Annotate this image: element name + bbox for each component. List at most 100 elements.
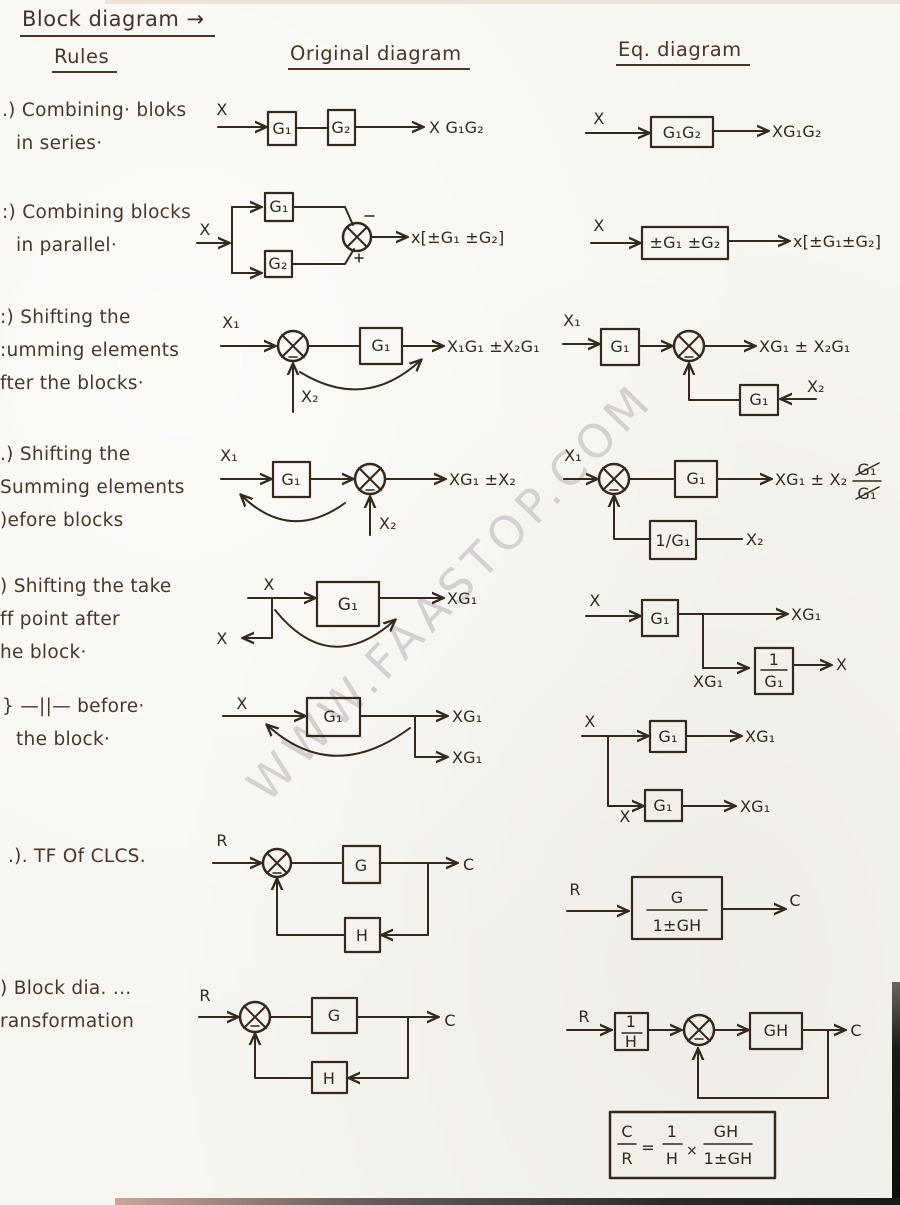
rule-line: he block· bbox=[0, 642, 87, 663]
output-label: C bbox=[789, 891, 800, 910]
output-label: X G₁G₂ bbox=[429, 118, 484, 137]
output-label: X bbox=[836, 655, 847, 674]
input-label: R bbox=[569, 880, 580, 899]
input-label: X₂ bbox=[301, 387, 319, 406]
feedback-line bbox=[698, 1049, 829, 1099]
rule-line: the block· bbox=[16, 729, 111, 750]
block-label: G₁ bbox=[653, 796, 672, 815]
block-label: G₂ bbox=[268, 254, 287, 273]
rule-line: )efore blocks bbox=[0, 510, 124, 531]
rule-line: .) Shifting the bbox=[0, 444, 131, 465]
input-label: X bbox=[199, 220, 210, 239]
row7-equivalent: R G 1±GH C bbox=[566, 875, 800, 941]
equals-sign: = bbox=[641, 1138, 655, 1157]
block-label: G₁ bbox=[658, 727, 677, 746]
takeoff-label: X bbox=[619, 807, 630, 826]
block-label: G₁ bbox=[610, 337, 629, 356]
junction-cross bbox=[602, 467, 626, 491]
rule-1-text: .) Combining· bloks in series· bbox=[2, 94, 186, 160]
row8-formula: C R = 1 H × GH 1±GH bbox=[608, 1110, 777, 1180]
row3-original: X₁ X₂ G₁ X₁G₁ ±X₂G₁ bbox=[220, 313, 540, 413]
takeoff-line bbox=[414, 715, 447, 757]
row5-equivalent: X G₁ XG₁ XG₁ 1 G₁ X bbox=[585, 591, 847, 696]
transform-arrow bbox=[241, 495, 346, 523]
block-label: G₁ bbox=[281, 470, 300, 489]
block-inv-h bbox=[613, 1011, 650, 1052]
rule-2-text: :) Combining blocks in parallel· bbox=[2, 196, 191, 262]
output-label: XG₁ bbox=[740, 797, 770, 816]
input-label: X₂ bbox=[746, 530, 764, 549]
block-label: G₁ bbox=[272, 119, 291, 138]
block-label: 1/G₁ bbox=[655, 531, 690, 550]
rule-3-text: :) Shifting the :umming elements fter th… bbox=[0, 301, 179, 400]
formula-frac1-denominator: H bbox=[666, 1149, 678, 1168]
scan-edge-right bbox=[892, 982, 900, 1205]
row5-original: X G₁ X XG₁ bbox=[216, 575, 477, 648]
rule-4-text: .) Shifting the Summing elements )efore … bbox=[0, 438, 185, 537]
rule-5-text: ) Shifting the take ff point after he bl… bbox=[0, 570, 172, 669]
takeoff-line bbox=[243, 597, 273, 638]
block-label: H bbox=[356, 926, 368, 945]
output-label: C bbox=[463, 855, 474, 874]
transform-arrow bbox=[274, 609, 395, 648]
rule-line: :) Combining blocks bbox=[2, 202, 192, 223]
takeoff-line bbox=[702, 613, 748, 668]
rule-line: :umming elements bbox=[0, 340, 180, 361]
fraction-denominator: H bbox=[625, 1032, 637, 1051]
row8-diagrams: R G C H R 1 H bbox=[198, 986, 861, 1180]
output-label: XG₁G₂ bbox=[772, 122, 822, 141]
block-label: G₁ bbox=[650, 609, 669, 628]
row7-original: R G C H bbox=[212, 831, 474, 954]
fraction-denominator: G₁ bbox=[764, 672, 783, 691]
junction-cross bbox=[266, 852, 288, 874]
block-label: GH bbox=[764, 1021, 789, 1040]
cancel-stroke bbox=[855, 486, 880, 500]
rule-8-text: ) Block dia. ... ransformation bbox=[0, 972, 134, 1038]
rule-line: .). TF Of CLCS. bbox=[8, 846, 146, 867]
input-label: X₁ bbox=[222, 313, 240, 332]
output-label: XG₁ bbox=[745, 727, 775, 746]
row1-original: X G₁ G₂ X G₁G₂ bbox=[216, 100, 484, 147]
transform-arrow bbox=[267, 725, 411, 757]
input-label: X bbox=[263, 575, 274, 594]
junction-cross bbox=[677, 334, 701, 358]
column-header-original: Original diagram bbox=[288, 42, 470, 70]
feedback-line bbox=[255, 1034, 313, 1079]
rule-line: fter the blocks· bbox=[0, 373, 144, 394]
junction-cross bbox=[358, 467, 382, 491]
block-label: G₁G₂ bbox=[663, 123, 701, 142]
formula-frac2-numerator: GH bbox=[714, 1122, 739, 1141]
row6-original: X G₁ XG₁ XG₁ bbox=[222, 694, 482, 767]
block-g1 bbox=[315, 580, 381, 628]
scan-edge-bottom bbox=[115, 1198, 900, 1205]
rule-line: in parallel· bbox=[16, 235, 118, 256]
row3-equivalent: X₁ G₁ XG₁ ± X₂G₁ X₂ G₁ bbox=[562, 311, 850, 417]
block-g bbox=[341, 844, 382, 885]
feedback-line bbox=[277, 879, 346, 936]
block-label: G₁ bbox=[749, 390, 768, 409]
rule-line: Summing elements bbox=[0, 477, 185, 498]
row2-equivalent: X ±G₁ ±G₂ x[±G₁±G₂] bbox=[590, 216, 881, 261]
row4-diagrams: X₁ G₁ X₂ XG₁ ±X₂ X₁ G₁ XG₁ ± bbox=[220, 446, 882, 561]
block-label: G₁ bbox=[269, 197, 288, 216]
cancel-stroke bbox=[855, 462, 880, 476]
block-pm-g1g2 bbox=[640, 225, 730, 261]
row2-diagrams: X G₁ G₂ x[±G₁ ±G₂] X ±G₁ ±G₂ bbox=[196, 191, 881, 300]
input-label: X₁ bbox=[563, 311, 581, 330]
signal-line bbox=[292, 206, 354, 226]
row7-diagrams: R G C H R G 1±GH C bbox=[212, 831, 800, 954]
column-header-eq: Eq. diagram bbox=[616, 38, 750, 66]
row6-equivalent: X G₁ XG₁ X G₁ XG₁ bbox=[581, 712, 775, 826]
takeoff-line bbox=[607, 735, 643, 806]
formula-lhs-numerator: C bbox=[621, 1122, 632, 1141]
row4-original: X₁ G₁ X₂ XG₁ ±X₂ bbox=[220, 446, 516, 536]
output-label: XG₁ ± X₂ bbox=[775, 470, 847, 489]
input-label: R bbox=[578, 1007, 589, 1026]
junction-cross bbox=[687, 1018, 711, 1042]
output-label: XG₁ bbox=[791, 605, 821, 624]
signal-line bbox=[291, 248, 355, 265]
block-label: G₁ bbox=[686, 469, 705, 488]
fraction-numerator: G bbox=[671, 888, 684, 907]
input-label: X bbox=[216, 100, 227, 119]
